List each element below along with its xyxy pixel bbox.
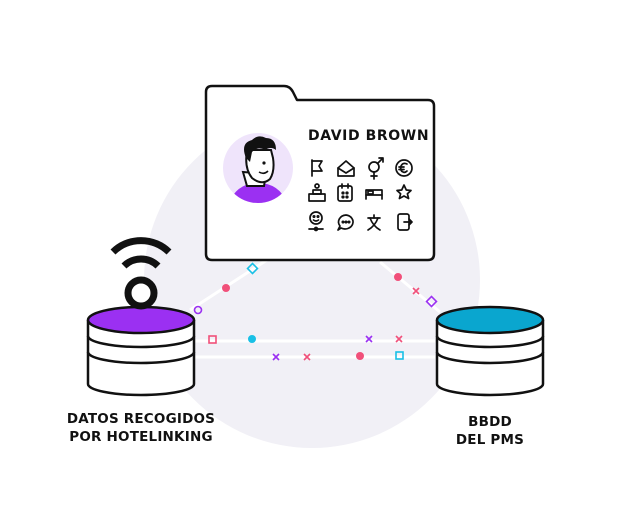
right-label-line1: BBDD xyxy=(468,414,512,430)
app-login-icon xyxy=(397,213,413,231)
flow-markers xyxy=(193,262,438,361)
language-icon xyxy=(367,214,381,231)
euro-icon xyxy=(395,159,413,177)
cross-marker xyxy=(395,335,403,343)
open-envelope-icon xyxy=(337,160,355,177)
cross-marker xyxy=(412,287,420,295)
cross-marker xyxy=(272,353,280,361)
profile-folder xyxy=(204,84,436,262)
podium-icon xyxy=(308,183,326,202)
dot-marker xyxy=(356,352,364,360)
star-icon xyxy=(396,184,412,200)
cross-marker xyxy=(303,353,311,361)
avatar xyxy=(223,133,293,203)
profile-icon-grid xyxy=(308,157,413,232)
square-marker xyxy=(395,351,404,360)
dot-marker xyxy=(248,335,256,343)
left-database-label: DATOS RECOGIDOS POR HOTELINKING xyxy=(56,410,226,446)
flag-icon xyxy=(311,159,323,177)
ring-marker xyxy=(193,305,203,315)
calendar-icon xyxy=(337,183,353,202)
dot-marker xyxy=(222,284,230,292)
smiley-slider-icon xyxy=(308,211,324,232)
left-label-line2: POR HOTELINKING xyxy=(69,429,213,445)
chat-bubble-icon xyxy=(337,214,354,231)
gender-icon xyxy=(368,157,384,180)
left-label-line1: DATOS RECOGIDOS xyxy=(66,411,216,427)
right-database xyxy=(435,305,545,397)
left-database xyxy=(86,237,196,397)
square-marker xyxy=(246,262,259,275)
right-label-line2: DEL PMS xyxy=(455,432,525,448)
bed-icon xyxy=(365,189,383,200)
profile-name: DAVID BROWN xyxy=(308,128,430,144)
square-marker xyxy=(208,335,217,344)
right-database-label: BBDD DEL PMS xyxy=(420,413,560,449)
cross-marker xyxy=(365,335,373,343)
wifi-icon xyxy=(110,237,172,310)
dot-marker xyxy=(394,273,402,281)
square-marker xyxy=(425,295,438,308)
